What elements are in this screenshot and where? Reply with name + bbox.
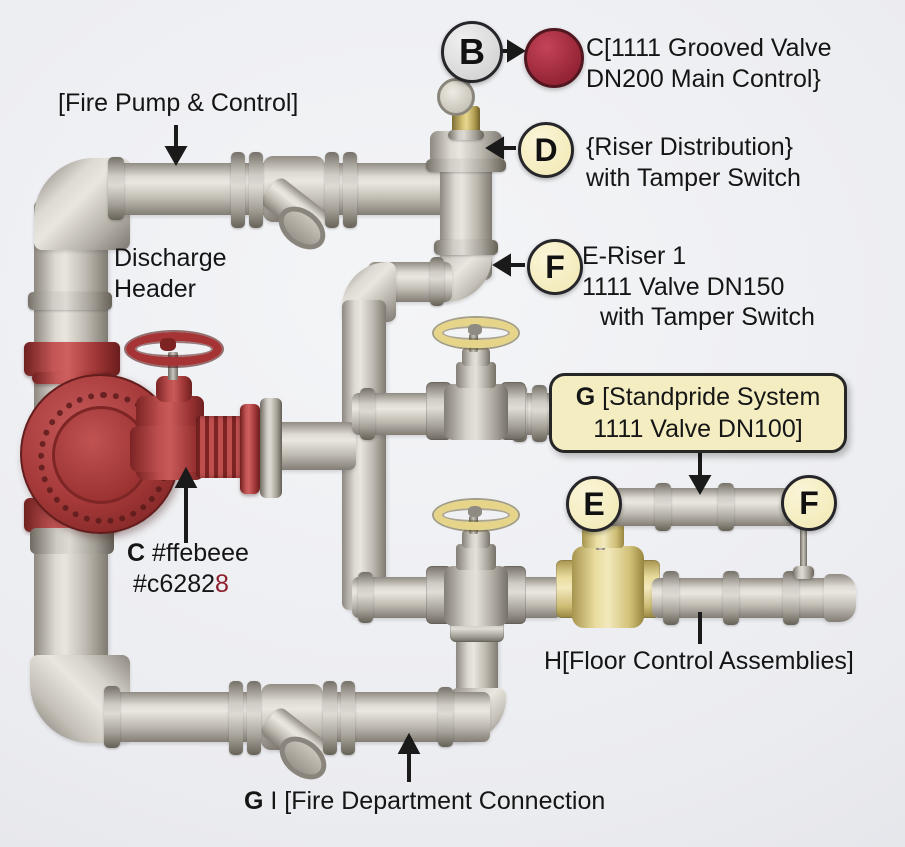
red-valve-hub (160, 338, 176, 351)
pipe-coupling (108, 157, 124, 220)
fire-pump-label: [Fire Pump & Control] (58, 89, 299, 117)
badge-b-label: B (459, 31, 485, 72)
wye-flange (325, 152, 339, 228)
yellow-valve-body (572, 546, 644, 628)
arrow-b-to-dot (501, 39, 526, 63)
pipe-flange (260, 398, 282, 498)
wye-flange (249, 152, 263, 228)
riser-distribution-line2: with Tamper Switch (586, 163, 801, 192)
arrow-fdc (397, 732, 421, 782)
badge-e: E (566, 476, 622, 532)
main-control-line2: DN200 Main Control} (586, 64, 821, 93)
badge-f-right: F (781, 475, 837, 531)
wye-flange (323, 681, 337, 755)
badge-f-upper-label: F (545, 248, 565, 285)
fitting-ring (448, 130, 484, 140)
valve-handwheel (434, 318, 518, 348)
floor-control-label: H[Floor Control Assemblies] (544, 647, 854, 675)
riser-distribution-line1: {Riser Distribution} (586, 133, 794, 161)
standpipe-box-bold: G (575, 383, 596, 411)
red-valve-bonnet (156, 376, 192, 402)
valve-body (444, 566, 508, 626)
valve-bonnet (456, 362, 496, 388)
discharge-header-line2: Header (114, 274, 196, 303)
pump-fins (196, 416, 244, 478)
e-riser-line2: 1111 Valve DN150 (582, 272, 785, 301)
main-control-label: C[1111 Grooved Valve DN200 Main Control} (586, 33, 832, 94)
valve-hub (468, 506, 482, 517)
badge-b: B (441, 21, 503, 83)
badge-f-upper: F (527, 239, 583, 295)
standpipe-box-line1-rest: [Standpride System (595, 383, 821, 411)
pipe-coupling (28, 292, 112, 310)
pipe-coupling (360, 388, 375, 440)
valve-bonnet (462, 530, 490, 548)
valve-handwheel (434, 500, 518, 530)
pump-flange (24, 342, 120, 376)
wye-flange (247, 681, 261, 755)
pump-note-bold: C (127, 539, 146, 567)
fdc-rest: I [Fire Department Connection (263, 787, 606, 815)
wye-flange (231, 152, 245, 228)
arrow-pump-note (174, 466, 198, 543)
pump-note-line2-red: 8 (215, 569, 229, 598)
pipe-coupling (663, 571, 679, 625)
valve-bonnet (462, 348, 490, 366)
pump-flange (240, 404, 260, 494)
discharge-header-label: Discharge Header (114, 243, 227, 304)
riser-distribution-label: {Riser Distribution} with Tamper Switch (586, 132, 801, 193)
pump-note-line2-black: #c6282 (133, 569, 216, 598)
red-valve-stem (168, 352, 178, 380)
badge-e-label: E (583, 485, 605, 522)
badge-f-right-label: F (799, 484, 819, 521)
arrow-riser-distribution (485, 136, 516, 160)
standpipe-header-pipe (600, 488, 796, 526)
pipe-coupling (438, 687, 453, 747)
pipe-coupling (723, 571, 739, 625)
wye-flange (341, 681, 355, 755)
fdc-bold: G (244, 787, 264, 815)
riser-coupling (434, 240, 498, 255)
fdc-label: G I [Fire Department Connection (244, 786, 605, 817)
e-riser-line3: with Tamper Switch (600, 303, 815, 331)
standpipe-system-box: G [Standpride System 1111 Valve DN100] (549, 373, 847, 453)
pump-note-line1-rest: #ffebeee (145, 539, 249, 567)
pipe-coupling (430, 257, 444, 306)
floor-assembly-pipe (652, 578, 837, 618)
pipe-coupling (783, 571, 799, 625)
arrow-e-riser (492, 253, 525, 277)
wye-flange (229, 681, 243, 755)
riser-collar-ring (426, 159, 506, 172)
wye-flange (343, 152, 357, 228)
pipe-coupling (104, 686, 120, 748)
badge-d-label: D (534, 131, 558, 168)
arrow-fire-pump (164, 125, 188, 167)
tamper-switch-rod (800, 526, 807, 574)
discharge-header-line1: Discharge (114, 244, 227, 272)
pipe-coupling (655, 483, 671, 531)
pump-note-line1: C #ffebeee (127, 538, 249, 569)
pipe-end-cap (824, 574, 856, 622)
standpipe-box-line2: 1111 Valve DN100] (593, 415, 803, 443)
pipe-coupling (532, 385, 547, 442)
valve-bonnet (456, 544, 496, 570)
valve-body (444, 384, 508, 440)
arrow-standpipe-box (688, 449, 712, 496)
e-riser-line1: E-Riser 1 (582, 242, 687, 270)
tamper-switch-base (793, 566, 814, 579)
main-control-valve-dot (524, 28, 584, 88)
valve-hub (468, 324, 482, 335)
standpipe-box-line1: G [Standpride System (562, 381, 834, 413)
red-valve-handwheel (126, 332, 222, 366)
pipe-coupling (718, 483, 734, 531)
e-riser-label: E-Riser 1 1111 Valve DN150 with Tamper S… (582, 241, 815, 333)
pump-note-label: C #ffebeee #c62828 (127, 538, 249, 599)
pipe-coupling (358, 572, 373, 623)
badge-d: D (518, 122, 574, 178)
main-control-line1: C[1111 Grooved Valve (586, 34, 832, 62)
pressure-gauge (437, 78, 475, 116)
pump-note-line2: #c62828 (133, 569, 249, 600)
